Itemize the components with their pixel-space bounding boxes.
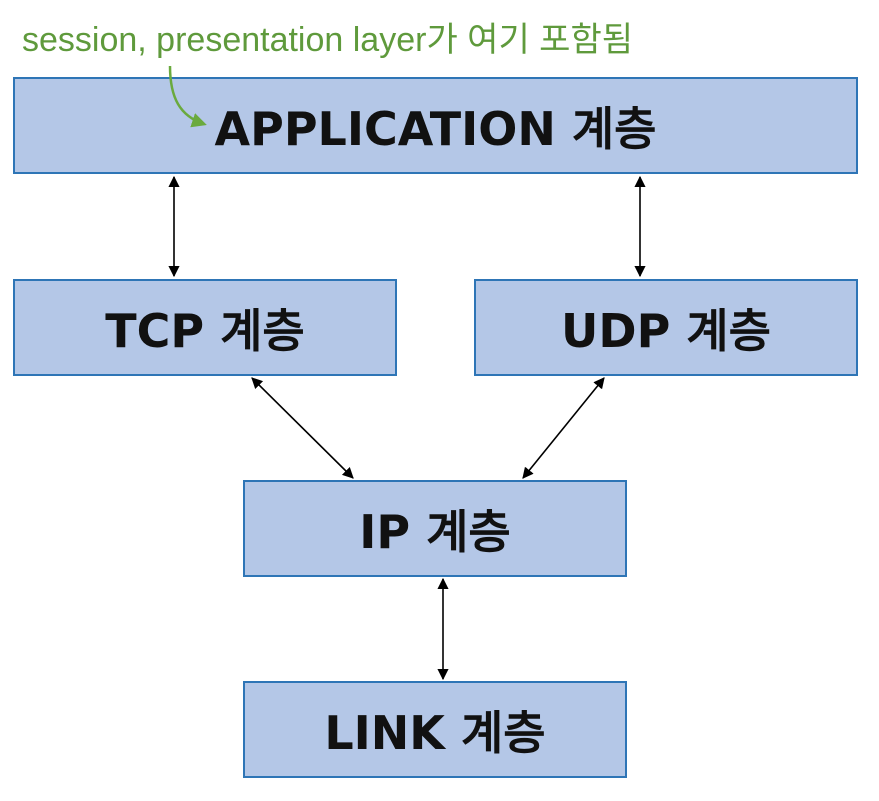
ip-layer-box: IP 계층 (243, 480, 627, 577)
annotation-note: session, presentation layer가 여기 포함됨 (22, 21, 634, 59)
ip-layer-label: IP 계층 (359, 504, 511, 559)
tcp-layer-label: TCP 계층 (105, 303, 305, 358)
application-layer-label: APPLICATION 계층 (214, 101, 657, 156)
link-layer-label: LINK 계층 (324, 705, 546, 760)
application-layer-box: APPLICATION 계층 (13, 77, 858, 174)
tcp-ip-connector (251, 377, 354, 479)
udp-layer-box: UDP 계층 (474, 279, 858, 376)
link-layer-box: LINK 계층 (243, 681, 627, 778)
tcp-layer-box: TCP 계층 (13, 279, 397, 376)
udp-ip-connector (522, 377, 605, 479)
udp-layer-label: UDP 계층 (561, 303, 771, 358)
